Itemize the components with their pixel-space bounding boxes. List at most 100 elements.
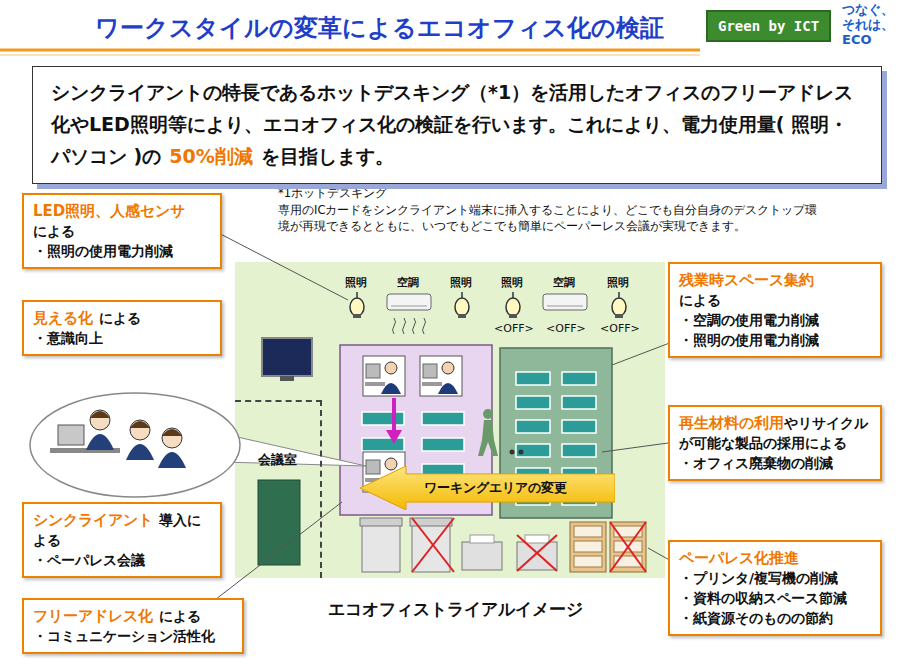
device-label: <OFF> [546,322,586,336]
walker-body [478,420,498,456]
bubble-pc [58,425,84,445]
lamp-wire [356,292,358,298]
bubble-body [126,444,154,460]
cross-mark [610,522,646,572]
box-text: ・プリンタ/複写機の削減 [679,568,871,588]
lamp [455,298,469,316]
device-label: 空調 [553,276,575,290]
desk [516,372,550,385]
box-heading: ペーパレス化推進 [679,548,871,568]
air-conditioner [387,294,431,310]
printer-paper [470,535,494,543]
box-text: を目指します。 [261,145,394,167]
display-screen [262,338,312,376]
bubble-head [130,420,150,440]
box-text: による [99,310,141,326]
airflow [403,318,406,334]
box-heading: 見える化 [33,309,93,327]
desk [422,412,464,425]
arrow-body [360,466,615,510]
desk [562,396,596,409]
callout-box: シンクライアント導入による・ペーパレス会議 [22,502,222,578]
desk [362,412,404,425]
desk [516,444,550,457]
shelf-files [574,541,602,552]
printer [462,542,502,570]
copier [362,522,400,572]
cross-mark [610,522,646,572]
box-text: ・照明の使用電力削減 [33,241,211,261]
lamp-base [458,314,466,318]
bubble-body [158,452,186,468]
box-heading: 会議室 [239,450,316,470]
lamp [612,298,626,316]
device-label: 照明 [345,276,367,290]
lamp-wire [512,292,514,298]
box-heading: ワーキングエリアの変更 [424,478,567,498]
box-heading: Green by ICT [718,16,819,36]
footnote: 専用のICカードをシンクライアント端末に挿入することにより、どこでも自分自身のデ… [278,202,826,234]
box-text: ・空調の使用電力削減 [679,310,871,330]
box-text: による [159,608,201,624]
cross-mark [517,535,557,571]
figure-caption: エコオフィストライアルイメージ [328,598,583,621]
callout-box: フリーアドレス化による・コミュニケーション活性化 [22,598,244,654]
box-text: ・オフィス廃棄物の削減 [679,453,871,473]
bubble-body [86,434,114,450]
device-label: <OFF> [600,322,640,336]
cross-mark [517,535,557,571]
bubble-head [162,428,182,448]
shelf-files [574,556,602,567]
desk [422,438,464,451]
shelf-files [614,526,642,537]
copier-top [360,518,402,526]
device-label: 照明 [450,276,472,290]
desk [562,420,596,433]
document-shelf [570,522,606,572]
title-rule-thin [0,55,700,56]
ac-vent [547,306,583,307]
leader-lines [217,235,668,598]
box-heading: LED照明、人感センサ [33,201,211,221]
badge: Green by ICT [706,10,831,42]
box-text: ・ペーパレス会議 [33,550,211,570]
person-head [385,362,397,374]
box-heading: フリーアドレス化 [33,607,153,625]
lamp-base [353,314,361,318]
bubble-head [90,410,110,430]
office-floor [235,262,665,578]
move-arrow-head [386,430,402,444]
leader-line [602,443,668,452]
display-stand [280,376,294,381]
door-knob [519,450,524,455]
desk [516,396,550,409]
move-arrow [392,398,396,432]
pc-monitor [366,460,380,474]
walker-head [483,409,493,419]
cross-mark [412,518,454,572]
desk [562,444,596,457]
box-heading: シンクライアント [33,511,153,529]
document-shelf [610,522,646,572]
printer-paper [525,535,549,543]
page-title: ワークスタイルの変革によるエコオフィス化の検証 [95,12,664,44]
box-text: ・資料の収納スペース節減 [679,588,871,608]
air-conditioner [543,294,587,310]
pc-monitor [366,364,380,378]
desk-top [422,382,442,386]
airflow [413,318,416,334]
area-change-arrow: ワーキングエリアの変更 [360,466,615,510]
box-text: 50%削減 [169,145,252,167]
box-text: ・照明の使用電力削減 [679,330,871,350]
box-text: による [33,221,211,241]
device-label: 照明 [607,276,629,290]
callout-box: 再生材料の利用やリサイクルが可能な製品の採用による・オフィス廃棄物の削減 [668,405,882,481]
box-heading: 残業時スペース集約 [679,270,871,290]
person-head [385,458,397,470]
box-text: ・意識向上 [33,328,211,348]
lamp-wire [461,292,463,298]
desk [562,372,596,385]
pc-monitor [423,364,437,378]
bubble-hair [90,411,110,418]
leader-line [217,502,342,598]
